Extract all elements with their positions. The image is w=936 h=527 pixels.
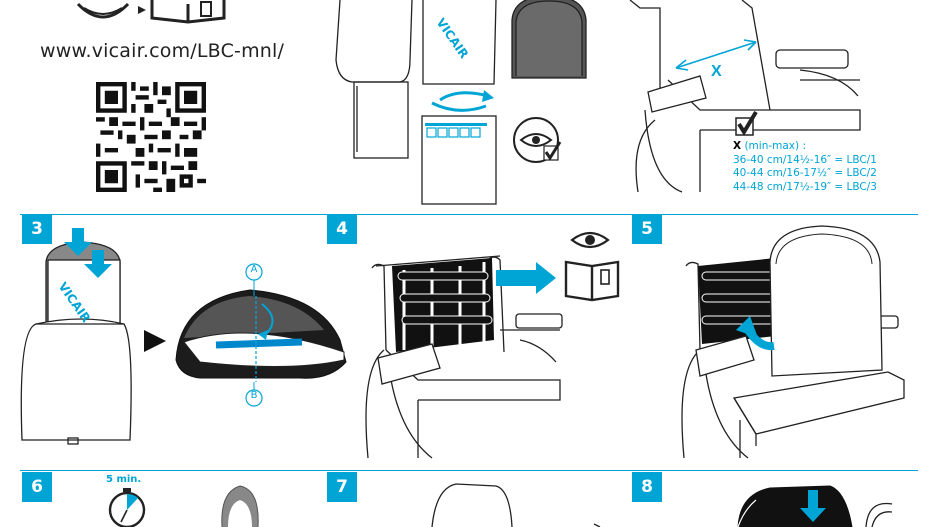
bottom-row-illustrations	[0, 0, 936, 527]
